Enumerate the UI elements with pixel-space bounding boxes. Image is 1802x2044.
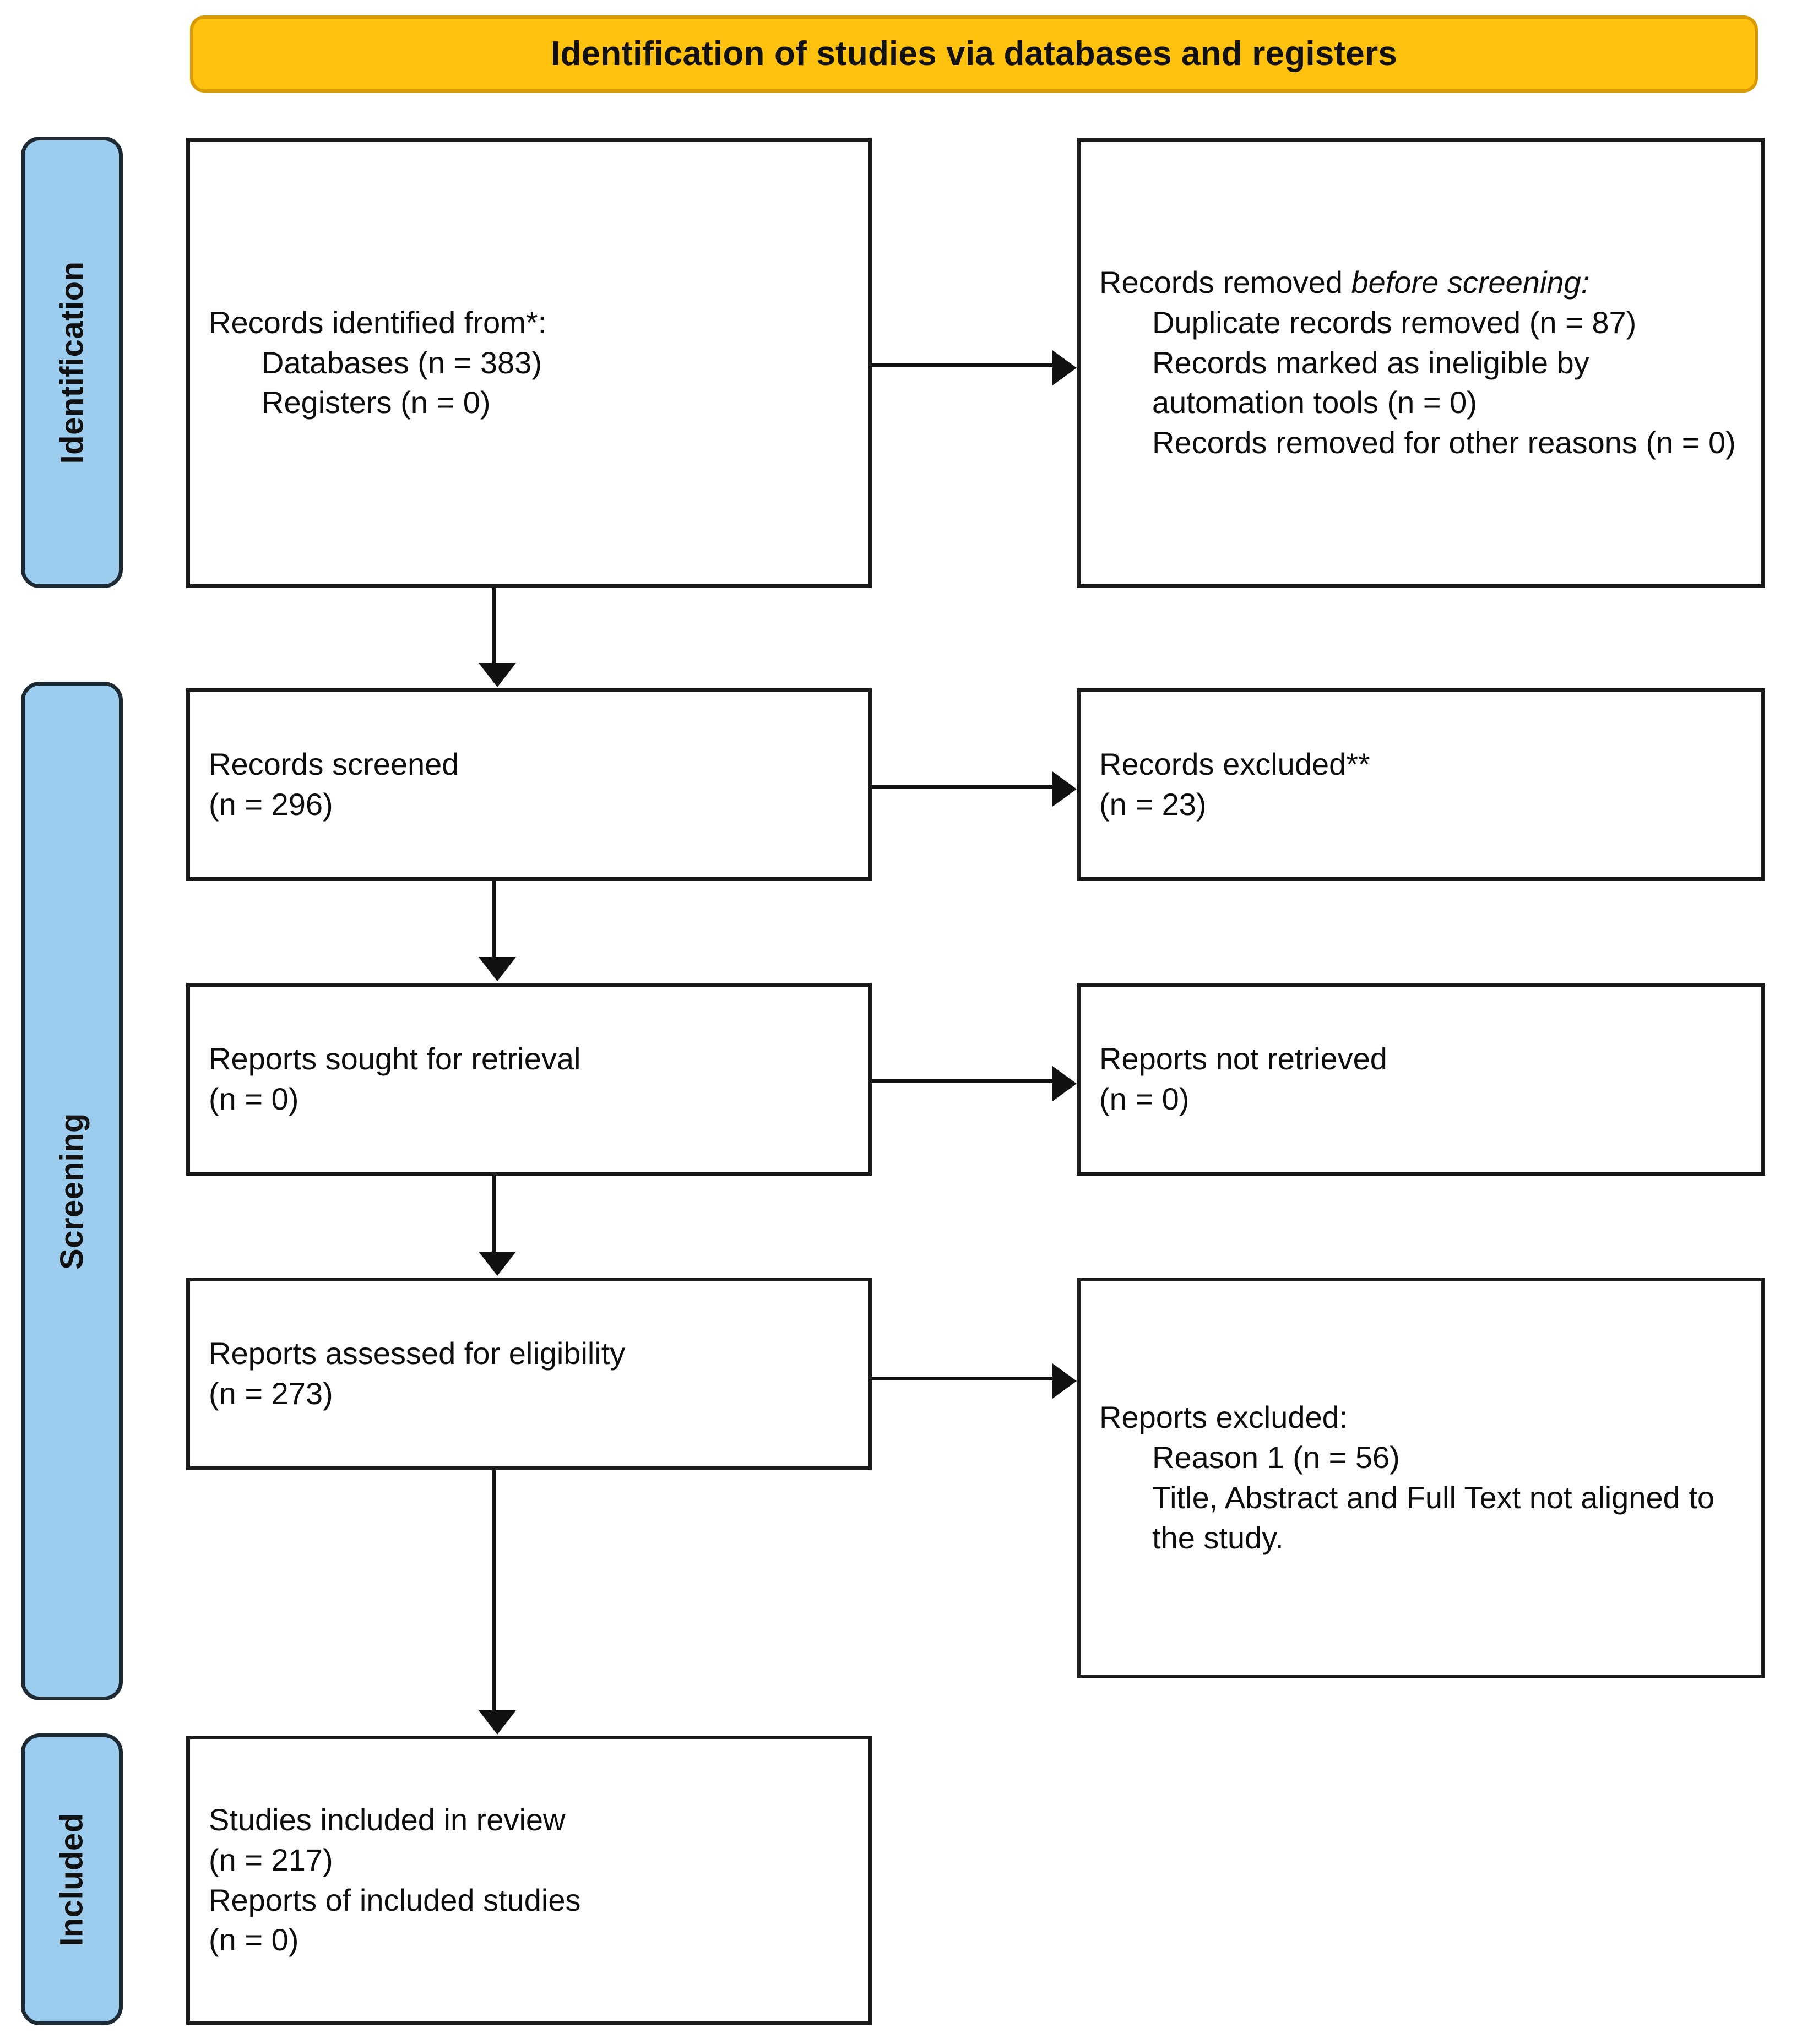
reports-assessed-label: Reports assessed for eligibility <box>209 1336 626 1371</box>
reports-of-included-count: (n = 0) <box>209 1922 299 1958</box>
connector-screened-to-excluded <box>872 771 1077 807</box>
box-records-identified-body: Records identified from*: Databases (n =… <box>190 303 868 423</box>
box-records-excluded-body: Records excluded** (n = 23) <box>1081 744 1761 825</box>
connector-sought-to-assessed <box>479 1176 516 1276</box>
records-removed-duplicates: Duplicate records removed (n = 87) <box>1152 305 1637 340</box>
records-identified-heading: Records identified from*: <box>209 305 547 340</box>
records-excluded-count: (n = 23) <box>1099 787 1207 822</box>
box-reports-not-retrieved: Reports not retrieved (n = 0) <box>1077 983 1765 1176</box>
stage-label-screening: Screening <box>21 682 123 1700</box>
box-records-removed-before-screening: Records removed before screening: Duplic… <box>1077 138 1765 588</box>
records-identified-registers: Registers (n = 0) <box>262 385 491 420</box>
reports-sought-label: Reports sought for retrieval <box>209 1041 581 1077</box>
diagram-title-banner: Identification of studies via databases … <box>190 15 1758 93</box>
records-removed-other: Records removed for other reasons (n = 0… <box>1152 425 1736 460</box>
reports-not-retrieved-label: Reports not retrieved <box>1099 1041 1387 1077</box>
connector-sought-to-not-retrieved <box>872 1066 1077 1101</box>
reports-not-retrieved-count: (n = 0) <box>1099 1081 1190 1116</box>
box-reports-excluded-body: Reports excluded: Reason 1 (n = 56) Titl… <box>1081 1398 1761 1558</box>
records-removed-heading-italic: before screening <box>1351 265 1581 300</box>
box-records-screened: Records screened (n = 296) <box>186 688 872 881</box>
box-records-identified: Records identified from*: Databases (n =… <box>186 138 872 588</box>
connector-assessed-to-included <box>479 1470 516 1735</box>
reports-assessed-count: (n = 273) <box>209 1376 333 1411</box>
records-removed-heading: Records removed before screening: <box>1099 263 1743 303</box>
stage-label-identification: Identification <box>21 137 123 588</box>
diagram-title: Identification of studies via databases … <box>551 34 1397 73</box>
reports-excluded-reason1: Reason 1 (n = 56) <box>1152 1440 1400 1475</box>
records-identified-databases: Databases (n = 383) <box>262 345 542 380</box>
connector-identified-to-screened <box>479 588 516 687</box>
stage-label-screening-text: Screening <box>54 1112 90 1270</box>
box-reports-assessed-body: Reports assessed for eligibility (n = 27… <box>190 1334 868 1414</box>
box-records-screened-body: Records screened (n = 296) <box>190 744 868 825</box>
records-removed-heading-tail: : <box>1581 265 1590 300</box>
box-studies-included-in-review: Studies included in review (n = 217) Rep… <box>186 1736 872 2025</box>
box-reports-excluded: Reports excluded: Reason 1 (n = 56) Titl… <box>1077 1278 1765 1678</box>
studies-included-count: (n = 217) <box>209 1842 333 1877</box>
records-screened-label: Records screened <box>209 747 459 782</box>
connector-identified-to-removed <box>872 350 1077 385</box>
connector-assessed-to-reports-excluded <box>872 1363 1077 1399</box>
connector-screened-to-sought <box>479 881 516 981</box>
box-reports-not-retrieved-body: Reports not retrieved (n = 0) <box>1081 1039 1761 1119</box>
reports-sought-count: (n = 0) <box>209 1081 299 1116</box>
studies-included-label: Studies included in review <box>209 1802 566 1837</box>
box-records-excluded: Records excluded** (n = 23) <box>1077 688 1765 881</box>
stage-label-included-text: Included <box>54 1812 90 1947</box>
records-screened-count: (n = 296) <box>209 787 333 822</box>
box-reports-sought-body: Reports sought for retrieval (n = 0) <box>190 1039 868 1119</box>
stage-label-included: Included <box>21 1733 123 2025</box>
box-reports-sought-for-retrieval: Reports sought for retrieval (n = 0) <box>186 983 872 1176</box>
records-removed-heading-plain: Records removed <box>1099 265 1352 300</box>
box-studies-included-body: Studies included in review (n = 217) Rep… <box>190 1800 868 1960</box>
reports-excluded-heading: Reports excluded: <box>1099 1400 1348 1435</box>
reports-of-included-label: Reports of included studies <box>209 1882 581 1917</box>
reports-excluded-reason1-detail: Title, Abstract and Full Text not aligne… <box>1152 1480 1715 1555</box>
records-removed-automation: Records marked as ineligible by automati… <box>1152 345 1589 420</box>
box-records-removed-body: Records removed before screening: Duplic… <box>1081 263 1761 463</box>
records-excluded-label: Records excluded** <box>1099 747 1370 782</box>
box-reports-assessed-for-eligibility: Reports assessed for eligibility (n = 27… <box>186 1278 872 1470</box>
stage-label-identification-text: Identification <box>54 261 90 464</box>
